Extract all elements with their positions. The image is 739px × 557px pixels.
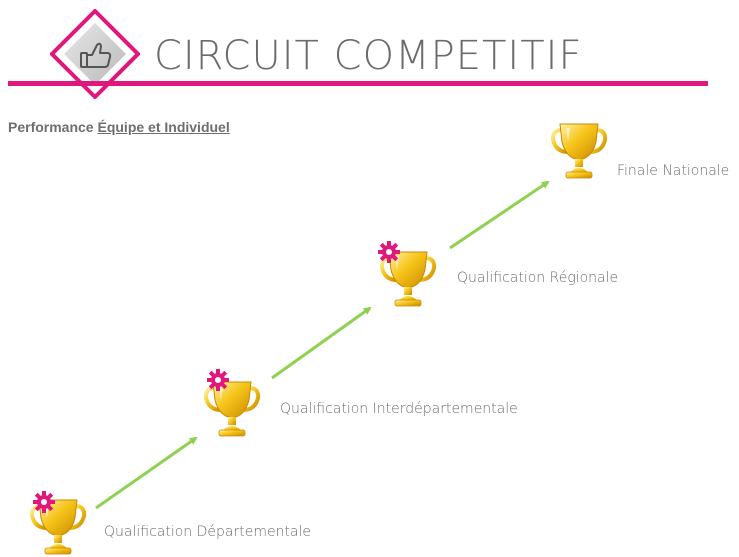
- subtitle-underlined: Équipe et Individuel: [97, 119, 230, 135]
- thumbs-up-logo: [50, 9, 140, 99]
- subtitle-prefix: Performance: [8, 119, 94, 135]
- stage-2-trophy-icon: [203, 380, 261, 438]
- title-divider: [8, 81, 708, 86]
- arrow-3: [449, 180, 550, 250]
- subtitle: Performance Équipe et Individuel: [8, 119, 230, 135]
- stage-4-trophy-icon: [550, 122, 608, 180]
- stage-2-gear-icon: [207, 369, 229, 391]
- stage-1-gear-icon: [33, 491, 55, 513]
- stage-3-label: Qualification Régionale: [457, 270, 619, 286]
- stage-3-gear-icon: [378, 241, 400, 263]
- stage-2-label: Qualification Interdépartementale: [280, 401, 518, 417]
- arrow-2: [271, 306, 372, 380]
- stage-4-label: Finale Nationale: [617, 163, 730, 179]
- thumbs-up-icon: [80, 42, 112, 68]
- stage-1-label: Qualification Départementale: [104, 524, 312, 540]
- arrow-1: [95, 436, 198, 510]
- page-title: CIRCUIT COMPETITIF: [154, 33, 583, 79]
